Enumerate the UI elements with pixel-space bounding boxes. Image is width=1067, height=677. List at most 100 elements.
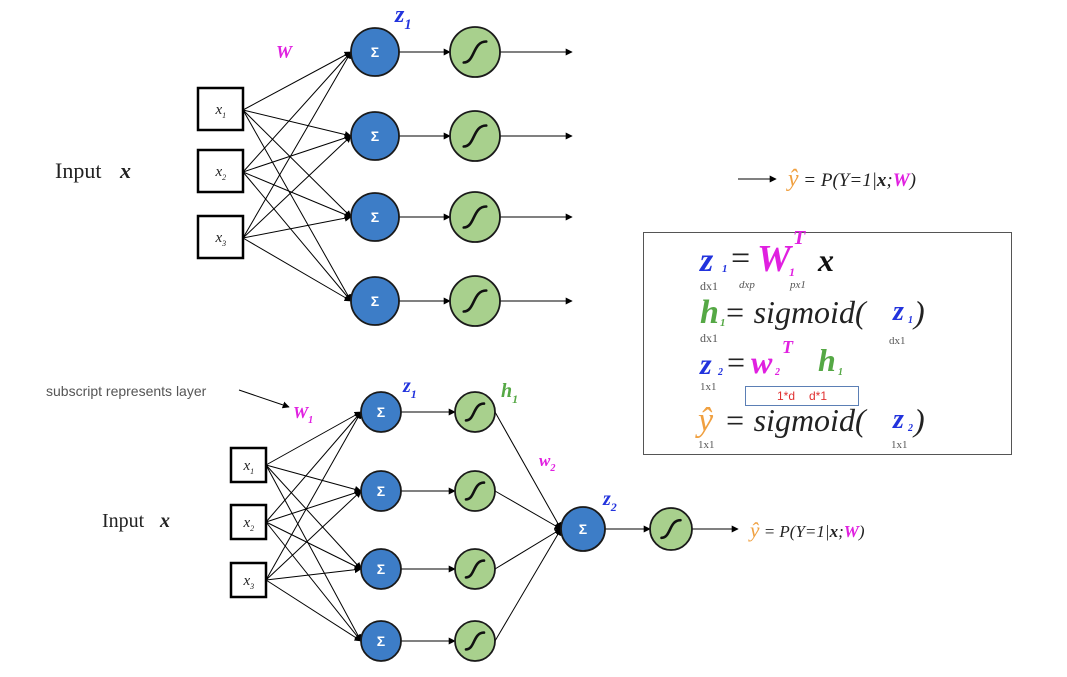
eq4-close: ): [914, 402, 925, 438]
top-input-edge: [242, 109, 352, 138]
top-sum-node: [350, 192, 400, 242]
eq2-arg-sub: 1: [908, 315, 913, 326]
bottom-input-edge: [265, 566, 362, 581]
eq3-hidden: h: [818, 342, 836, 378]
eq3-weight-sup: T: [782, 337, 793, 357]
eq3-lhs-sub: 2: [718, 367, 723, 378]
sigmoid-curve-icon: [464, 402, 486, 422]
eq2-arg-dim: dx1: [889, 335, 906, 347]
eq4-arg: z: [893, 404, 904, 435]
bottom-z2-label: z2: [602, 488, 617, 514]
bottom-input-edge: [265, 489, 362, 523]
top-input-edge: [242, 109, 352, 302]
eq1-weight-sup: T: [793, 227, 806, 249]
eq1-input: x: [818, 242, 834, 278]
equation-panel: [643, 232, 1012, 455]
bottom-hidden-edge: [494, 490, 562, 530]
annotation-arrow: [238, 389, 290, 409]
eq3-hidden-sub: 1: [838, 367, 843, 378]
bottom-input-edge: [265, 464, 362, 642]
eq2-lhs-sub: 1: [720, 317, 726, 329]
bottom-input-edge: [265, 490, 362, 581]
sigma-icon: Σ: [371, 209, 379, 225]
eq4-arg-sub: 2: [908, 423, 913, 434]
top-sum-node: [350, 111, 400, 161]
sigma-icon: Σ: [371, 44, 379, 60]
dimension-note-box: 1*d d*1: [745, 386, 859, 406]
top-input-edge: [242, 51, 352, 111]
top-input-box: [196, 148, 245, 194]
bottom-input-label: Input: [102, 510, 145, 532]
sigmoid-curve-icon: [464, 559, 486, 579]
sigmoid-curve-icon: [462, 289, 488, 313]
eq2-lhs: h: [700, 294, 719, 331]
eq3-weight-sub: 2: [775, 367, 780, 378]
sigma-icon: Σ: [371, 128, 379, 144]
eq3-lhs-dim: 1x1: [700, 381, 717, 393]
top-weight-label: W: [276, 42, 294, 62]
top-input-edge: [242, 51, 352, 173]
top-input-label-var: x: [119, 158, 131, 183]
sigma-icon: Σ: [377, 633, 385, 649]
bottom-input-edge: [265, 411, 362, 581]
eq4-lhs-dim: 1x1: [698, 439, 715, 451]
bottom-input-edge: [265, 521, 362, 570]
bottom-input-edge: [265, 579, 362, 642]
bottom-input-edge: [265, 521, 362, 642]
bottom-w2-label: w2: [539, 451, 555, 474]
input-variable: x3: [243, 573, 255, 591]
top-sum-node: [350, 276, 400, 326]
top-input-edge: [242, 171, 352, 218]
sigmoid-curve-icon: [464, 481, 486, 501]
eq1-lhs-dim: dx1: [700, 279, 718, 293]
eq1-input-dim: px1: [790, 279, 806, 291]
eq1-equals: =: [731, 240, 751, 277]
input-variable: x2: [215, 164, 227, 182]
eq2-lhs-dim: dx1: [700, 331, 718, 345]
eq1-lhs: z: [700, 242, 714, 279]
bottom-input-box: [229, 503, 268, 541]
top-input-edge: [242, 134, 352, 173]
bottom-input-edge: [265, 464, 362, 493]
bottom-input-box: [229, 561, 268, 599]
bottom-hidden-edge: [494, 411, 562, 530]
top-input-edge: [242, 51, 352, 239]
bottom-sum-node: [360, 620, 402, 662]
bottom-hidden-edge: [494, 528, 562, 642]
eq4-arg-dim: 1x1: [891, 439, 908, 451]
top-input-label: Input: [55, 158, 101, 183]
eq2-arg: z: [893, 296, 904, 327]
input-variable: x3: [215, 230, 227, 248]
sigma-icon: Σ: [377, 483, 385, 499]
top-z1-label: z1: [394, 2, 412, 33]
bottom-output-sum-node: [560, 506, 606, 552]
top-input-box: [196, 214, 245, 260]
eq3-lhs: z: [700, 348, 712, 381]
eq3-weight: w: [751, 344, 773, 380]
top-input-edge: [242, 214, 352, 239]
eq1-weight-dim: dxp: [739, 279, 755, 291]
bottom-hidden-edge: [494, 528, 562, 570]
top-output-equation: ŷ = P(Y=1|x;W): [786, 166, 916, 192]
bottom-input-edge: [265, 411, 362, 466]
input-variable: x2: [243, 515, 255, 533]
layer-annotation: subscript represents layer: [46, 383, 207, 399]
eq4-rhs: = sigmoid(: [724, 402, 866, 438]
bottom-z1-label: z1: [402, 375, 417, 401]
eq2-close: ): [914, 294, 925, 330]
sigma-icon: Σ: [377, 561, 385, 577]
sigmoid-curve-icon: [462, 124, 488, 148]
top-input-edge: [242, 171, 352, 302]
input-variable: x1: [243, 458, 255, 476]
sigma-icon: Σ: [579, 521, 587, 537]
eq2-rhs: = sigmoid(: [724, 294, 866, 330]
top-sum-node: [350, 27, 400, 77]
eq1-weight-sub: 1: [789, 265, 795, 279]
top-input-edge: [242, 237, 352, 302]
bottom-sum-node: [360, 470, 402, 512]
sigmoid-curve-icon: [464, 631, 486, 651]
dimension-note-row: 1*d: [776, 389, 795, 403]
eq1-lhs-sub: 1: [722, 263, 728, 275]
top-input-edge: [242, 135, 352, 239]
